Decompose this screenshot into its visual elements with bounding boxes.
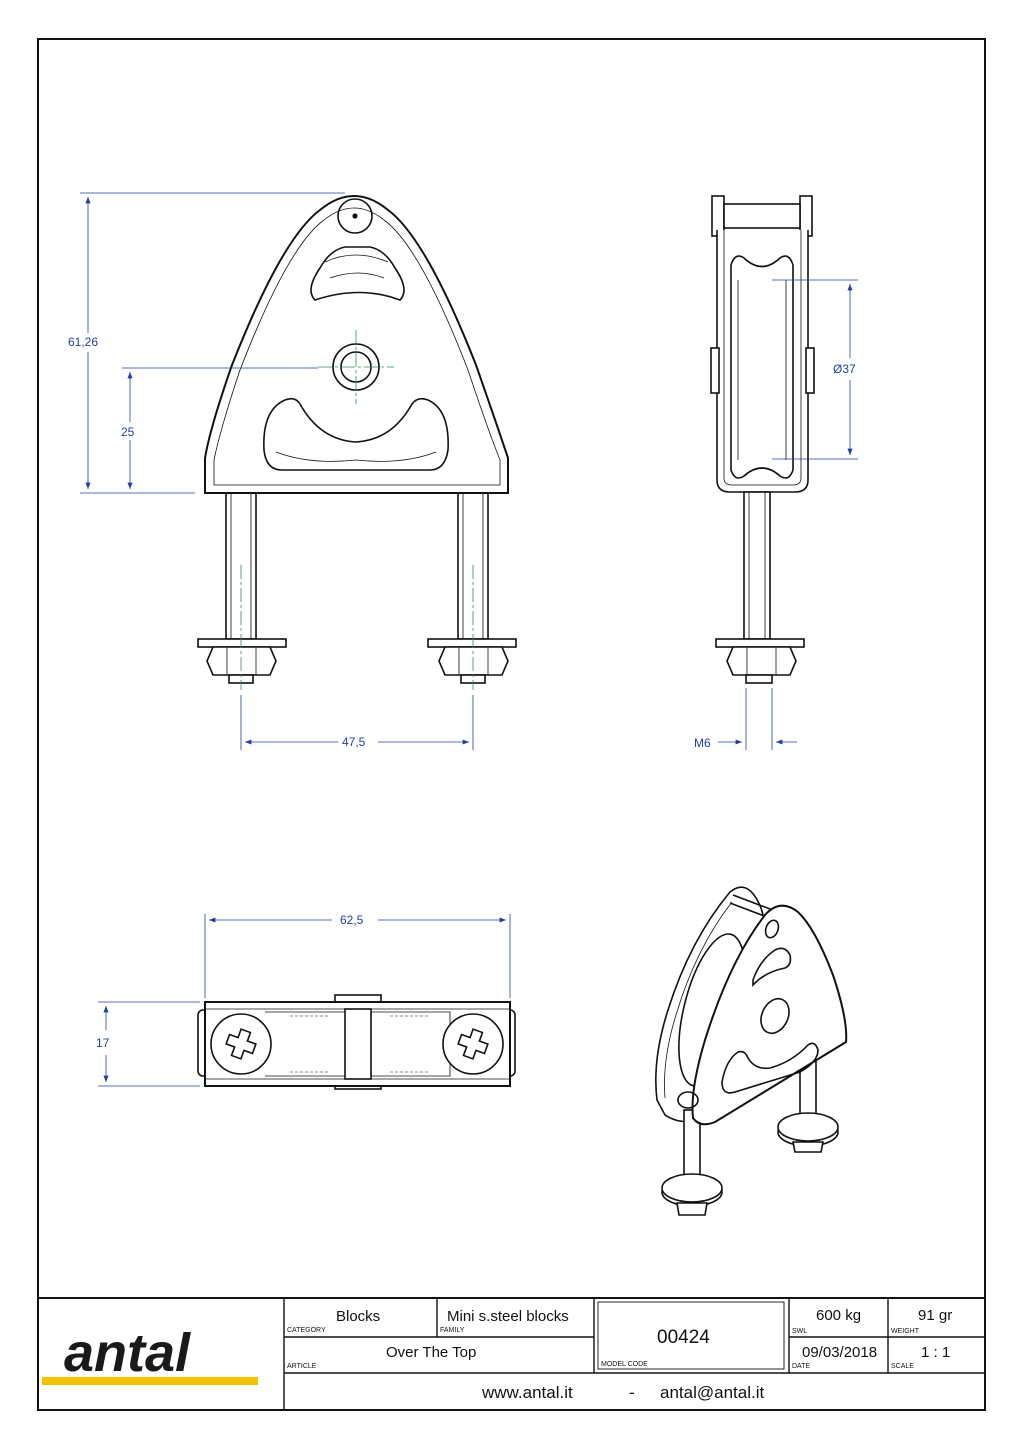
isometric-view xyxy=(655,886,848,1216)
article-label: ARTICLE xyxy=(287,1363,317,1370)
family-label: FAMILY xyxy=(440,1327,465,1334)
category-value: Blocks xyxy=(336,1308,380,1325)
dim-thread: M6 xyxy=(694,736,711,750)
top-view xyxy=(197,994,516,1090)
dim-bolt-spacing: 47,5 xyxy=(342,735,366,749)
dim-height-axle: 25 xyxy=(121,425,135,439)
dim-height-total: 61,26 xyxy=(68,335,98,349)
date-value: 09/03/2018 xyxy=(802,1344,877,1361)
date-label: DATE xyxy=(792,1363,810,1370)
email-link[interactable]: antal@antal.it xyxy=(660,1383,764,1402)
side-view xyxy=(710,195,815,684)
category-label: CATEGORY xyxy=(287,1327,326,1334)
model-code-label: MODEL CODE xyxy=(601,1361,648,1368)
dim-width: 62,5 xyxy=(340,913,364,927)
weight-value: 91 gr xyxy=(918,1307,952,1324)
drawing-frame xyxy=(37,38,986,1411)
article-value: Over The Top xyxy=(386,1344,476,1361)
weight-label: WEIGHT xyxy=(891,1328,920,1335)
footer-separator: - xyxy=(629,1383,635,1402)
scale-value: 1 : 1 xyxy=(921,1344,950,1361)
top-dimension-lines xyxy=(98,914,511,1087)
dim-diameter: Ø37 xyxy=(833,362,856,376)
front-centerlines xyxy=(240,330,474,690)
scale-label: SCALE xyxy=(891,1363,914,1370)
swl-label: SWL xyxy=(792,1328,807,1335)
dim-depth: 17 xyxy=(96,1036,110,1050)
title-block xyxy=(38,1297,985,1410)
front-dimension-lines xyxy=(80,192,474,750)
antal-logo: antal xyxy=(42,1323,258,1385)
svg-text:antal: antal xyxy=(64,1323,191,1383)
family-value: Mini s.steel blocks xyxy=(447,1308,569,1325)
website-link[interactable]: www.antal.it xyxy=(481,1383,573,1402)
swl-value: 600 kg xyxy=(816,1307,861,1324)
front-view xyxy=(197,195,517,684)
model-code-value: 00424 xyxy=(657,1327,710,1348)
side-dimension-lines xyxy=(718,279,858,750)
